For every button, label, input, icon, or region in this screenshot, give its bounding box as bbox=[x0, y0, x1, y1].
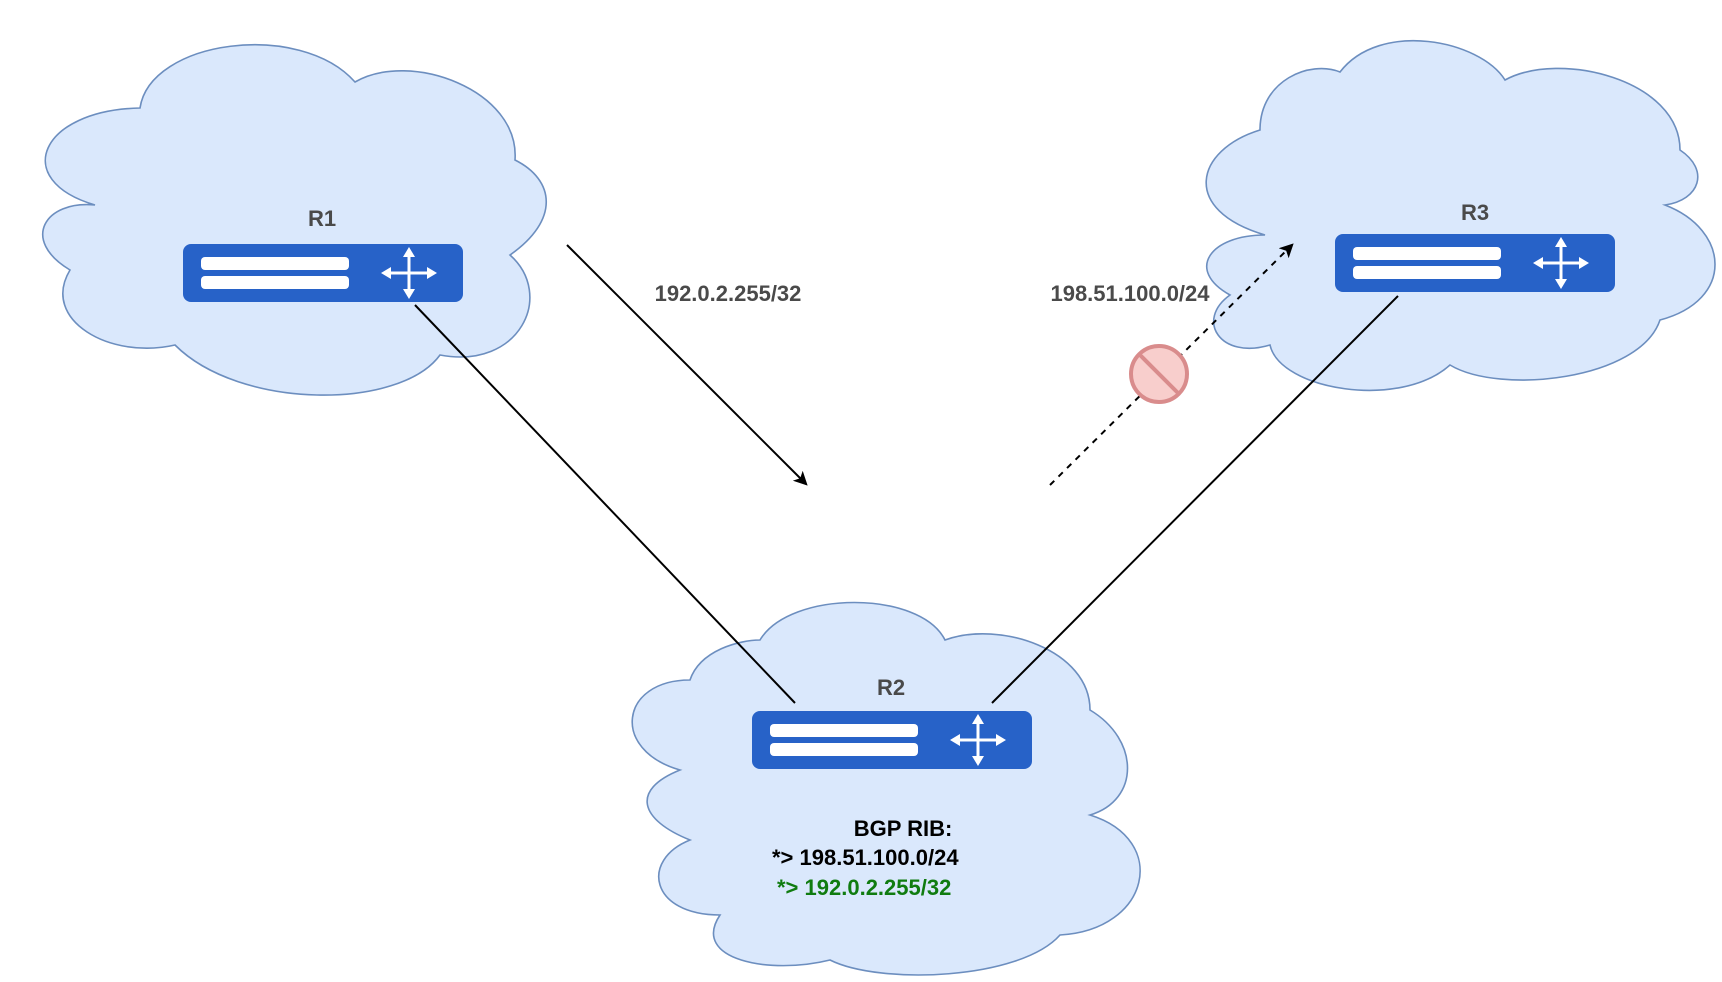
bgp-rib-entry: *> 192.0.2.255/32 bbox=[777, 875, 951, 900]
advertisement-prefix-r2-r3: 198.51.100.0/24 bbox=[1050, 281, 1210, 306]
router-r3-bar-bottom bbox=[1353, 266, 1501, 279]
cloud-r2-shape bbox=[631, 601, 1141, 976]
cloud-r2 bbox=[631, 601, 1141, 976]
router-r3-label: R3 bbox=[1461, 200, 1489, 225]
router-r2[interactable] bbox=[752, 711, 1032, 769]
router-r2-label: R2 bbox=[877, 675, 905, 700]
router-r2-bar-top bbox=[770, 724, 918, 737]
advertisement-prefix-r1-r2: 192.0.2.255/32 bbox=[655, 281, 802, 306]
bgp-rib-title: BGP RIB: bbox=[854, 816, 953, 841]
router-r1-bar-bottom bbox=[201, 276, 349, 289]
bgp-rib-entry: *> 198.51.100.0/24 bbox=[772, 845, 959, 870]
prohibited-icon bbox=[1129, 344, 1189, 404]
router-r2-bar-bottom bbox=[770, 743, 918, 756]
router-r1-label: R1 bbox=[308, 206, 336, 231]
cloud-r1-shape bbox=[41, 44, 547, 396]
advertisement-arrow-r1-r2 bbox=[566, 244, 808, 486]
router-r1-bar-top bbox=[201, 257, 349, 270]
cloud-r3 bbox=[1205, 40, 1716, 392]
link-r1-r2 bbox=[414, 304, 796, 704]
link-r2-r3 bbox=[991, 295, 1399, 704]
router-r1[interactable] bbox=[183, 244, 463, 302]
router-r3-bar-top bbox=[1353, 247, 1501, 260]
bgp-rib: BGP RIB: *> 198.51.100.0/24 *> 192.0.2.2… bbox=[772, 816, 959, 900]
router-r3[interactable] bbox=[1335, 234, 1615, 292]
cloud-r1 bbox=[41, 44, 547, 396]
cloud-r3-shape bbox=[1205, 40, 1716, 392]
prohibited-icon-bar bbox=[1138, 353, 1180, 395]
